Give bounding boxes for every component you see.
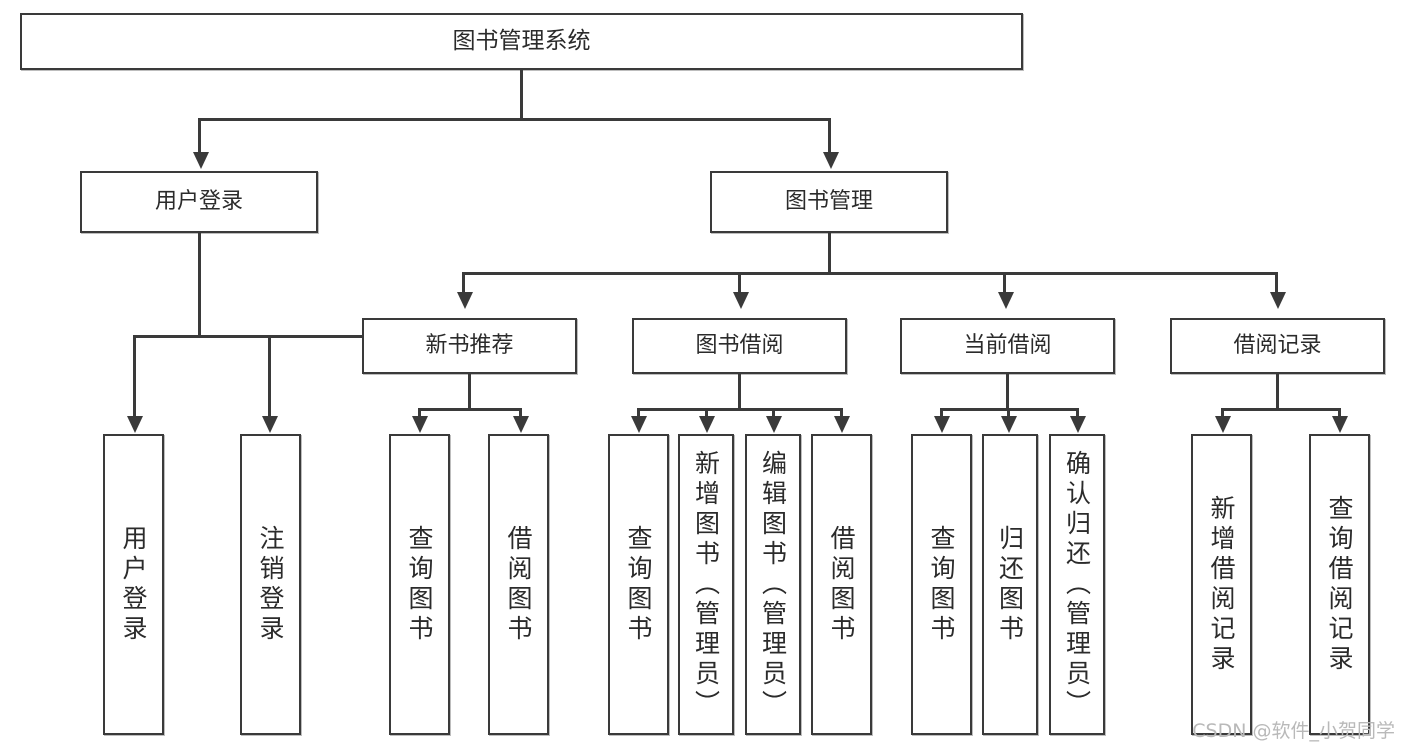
connector-borrow-record-to-leaf-1 (1221, 408, 1224, 418)
arrow-root-to-book-manage (823, 152, 839, 169)
arrow-book-borrow-to-leaf-1 (631, 416, 647, 433)
node-label: 用户登录 (154, 189, 243, 215)
node-label: 查询图书 (624, 524, 653, 645)
leaf-current-query-book[interactable]: 查询图书 (911, 434, 972, 735)
node-label: 新增图书（管理员） (691, 449, 721, 720)
arrow-borrow-record-to-leaf-1 (1215, 416, 1231, 433)
leaf-borrow-add-book-admin[interactable]: 新增图书（管理员） (678, 434, 734, 735)
leaf-current-confirm-return-admin[interactable]: 确认归还（管理员） (1049, 434, 1105, 735)
leaf-logout[interactable]: 注销登录 (240, 434, 301, 735)
connector-borrow-record-stem (1276, 374, 1279, 408)
arrow-book-borrow-to-leaf-4 (834, 416, 850, 433)
arrow-book-manage-to-current (998, 292, 1014, 309)
node-user-login[interactable]: 用户登录 (80, 171, 318, 233)
leaf-user-login[interactable]: 用户登录 (103, 434, 164, 735)
connector-book-manage-to-borrow (738, 272, 741, 294)
connector-book-borrow-to-leaf-3 (772, 408, 775, 418)
connector-root-to-user-login (198, 118, 201, 154)
node-label: 图书管理 (784, 189, 873, 215)
node-root-system[interactable]: 图书管理系统 (20, 13, 1023, 70)
connector-book-manage-stem (828, 233, 831, 272)
connector-new-book-to-leaf-1 (418, 408, 421, 418)
node-current-borrow[interactable]: 当前借阅 (900, 318, 1115, 374)
leaf-borrow-borrow-book[interactable]: 借阅图书 (811, 434, 872, 735)
arrow-user-login-to-leaf-2 (262, 416, 278, 433)
leaf-recommend-borrow-book[interactable]: 借阅图书 (488, 434, 549, 735)
connector-current-borrow-to-leaf-3 (1076, 408, 1079, 418)
connector-borrow-record-to-leaf-2 (1338, 408, 1341, 418)
arrow-borrow-record-to-leaf-2 (1332, 416, 1348, 433)
connector-book-borrow-to-leaf-4 (840, 408, 843, 418)
node-label: 图书借阅 (695, 333, 784, 359)
connector-book-manage-to-current (1003, 272, 1006, 294)
arrow-new-book-to-leaf-1 (412, 416, 428, 433)
node-label: 确认归还（管理员） (1062, 449, 1092, 720)
arrow-root-to-user-login (193, 152, 209, 169)
connector-new-book-to-leaf-2 (519, 408, 522, 418)
leaf-record-query-borrow-record[interactable]: 查询借阅记录 (1309, 434, 1370, 735)
connector-user-login-to-leaf-1 (133, 335, 136, 418)
node-label: 新书推荐 (425, 333, 514, 359)
node-label: 归还图书 (995, 524, 1025, 645)
arrow-current-borrow-to-leaf-3 (1070, 416, 1086, 433)
node-label: 查询借阅记录 (1325, 494, 1354, 675)
node-label: 新增借阅记录 (1207, 494, 1236, 675)
connector-new-book-stem (468, 374, 471, 408)
connector-user-login-to-leaf-2 (268, 335, 271, 418)
connector-book-borrow-to-leaf-1 (637, 408, 640, 418)
connector-book-manage-to-new-book (462, 272, 465, 294)
node-label: 当前借阅 (963, 333, 1052, 359)
arrow-new-book-to-leaf-2 (513, 416, 529, 433)
node-label: 注销登录 (256, 524, 285, 645)
connector-root-to-book-manage (828, 118, 831, 154)
connector-root-stem (520, 70, 523, 118)
connector-current-borrow-stem (1006, 374, 1009, 408)
arrow-book-borrow-to-leaf-2 (699, 416, 715, 433)
connector-new-book-bar (418, 408, 522, 411)
arrow-current-borrow-to-leaf-2 (1001, 416, 1017, 433)
arrow-user-login-to-leaf-1 (127, 416, 143, 433)
connector-user-login-stem (198, 233, 201, 335)
node-label: 借阅图书 (504, 524, 533, 645)
node-label: 查询图书 (405, 524, 434, 645)
connector-borrow-record-bar (1221, 408, 1340, 411)
connector-book-manage-bar (462, 272, 1278, 275)
node-label: 查询图书 (927, 524, 956, 645)
arrow-book-manage-to-record (1270, 292, 1286, 309)
connector-current-borrow-to-leaf-2 (1007, 408, 1010, 418)
leaf-borrow-query-book[interactable]: 查询图书 (608, 434, 669, 735)
arrow-book-borrow-to-leaf-3 (766, 416, 782, 433)
connector-book-borrow-to-leaf-2 (705, 408, 708, 418)
arrow-book-manage-to-borrow (733, 292, 749, 309)
connector-book-borrow-stem (738, 374, 741, 408)
leaf-current-return-book[interactable]: 归还图书 (982, 434, 1038, 735)
arrow-current-borrow-to-leaf-1 (934, 416, 950, 433)
node-label: 用户登录 (119, 524, 148, 645)
node-label: 借阅图书 (827, 524, 856, 645)
leaf-record-add-borrow-record[interactable]: 新增借阅记录 (1191, 434, 1252, 735)
node-label: 编辑图书（管理员） (758, 449, 788, 720)
node-borrow-record[interactable]: 借阅记录 (1170, 318, 1385, 374)
node-label: 借阅记录 (1233, 333, 1322, 359)
connector-book-manage-to-record (1275, 272, 1278, 294)
node-new-book-recommend[interactable]: 新书推荐 (362, 318, 577, 374)
connector-book-borrow-bar (637, 408, 841, 411)
leaf-borrow-edit-book-admin[interactable]: 编辑图书（管理员） (745, 434, 801, 735)
leaf-recommend-query-book[interactable]: 查询图书 (389, 434, 450, 735)
arrow-book-manage-to-new-book (457, 292, 473, 309)
node-book-borrow[interactable]: 图书借阅 (632, 318, 847, 374)
node-label: 图书管理系统 (452, 28, 591, 55)
connector-user-login-bar (133, 335, 398, 338)
node-book-management[interactable]: 图书管理 (710, 171, 948, 233)
connector-root-bar (198, 118, 831, 121)
connector-current-borrow-to-leaf-1 (940, 408, 943, 418)
